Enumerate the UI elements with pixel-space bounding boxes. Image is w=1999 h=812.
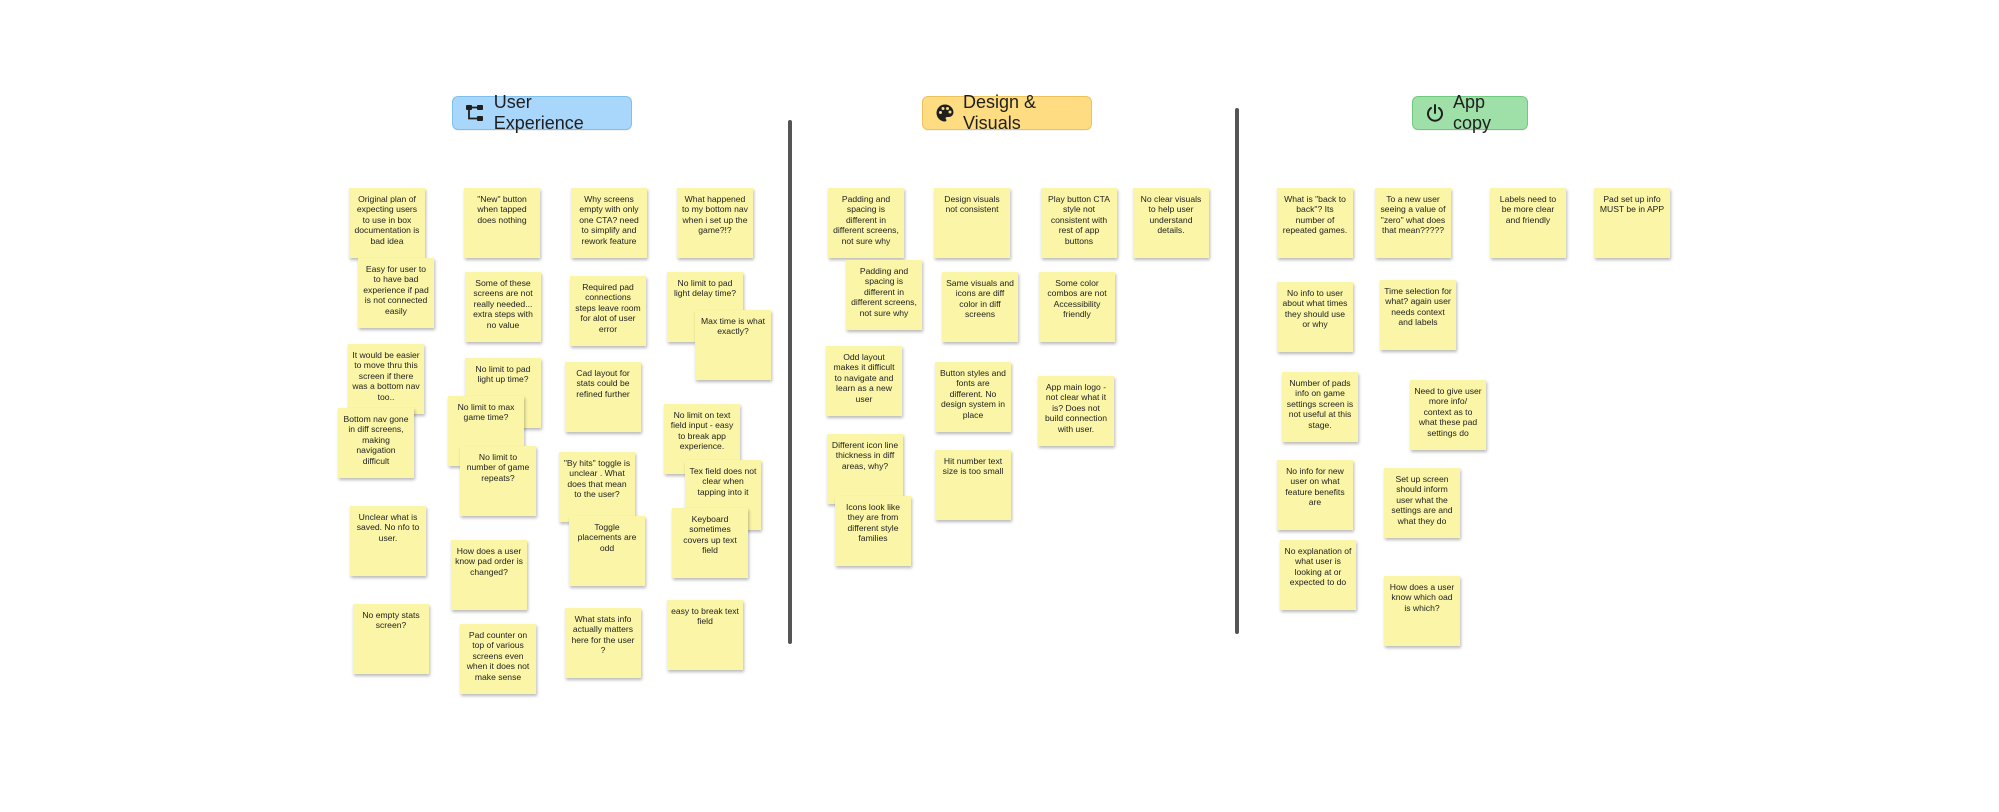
section-title: User Experience	[493, 92, 584, 133]
sticky-note[interactable]: Pad counter on top of various screens ev…	[460, 624, 536, 694]
sticky-note[interactable]: Some of these screens are not really nee…	[465, 272, 541, 342]
sticky-note[interactable]: Some color combos are not Accessibility …	[1039, 272, 1115, 342]
sticky-note[interactable]: Time selection for what? again user need…	[1380, 280, 1456, 350]
sticky-note[interactable]: Odd layout makes it difficult to navigat…	[826, 346, 902, 416]
sticky-note[interactable]: No info to user about what times they sh…	[1277, 282, 1353, 352]
sticky-note[interactable]: Hit number text size is too small	[935, 450, 1011, 520]
sticky-note[interactable]: Icons look like they are from different …	[835, 496, 911, 566]
sticky-note[interactable]: Design visuals not consistent	[934, 188, 1010, 258]
sticky-note[interactable]: What is "back to back"? Its number of re…	[1277, 188, 1353, 258]
sticky-note[interactable]: It would be easier to move thru this scr…	[348, 344, 424, 414]
power-icon	[1425, 102, 1445, 124]
sticky-note[interactable]: Bottom nav gone in diff screens, making …	[338, 408, 414, 478]
sticky-note[interactable]: Unclear what is saved. No nfo to user.	[350, 506, 426, 576]
section-header-app-copy[interactable]: App copy	[1412, 92, 1528, 133]
sticky-note[interactable]: How does a user know pad order is change…	[451, 540, 527, 610]
section-divider	[1235, 108, 1239, 634]
sticky-note[interactable]: App main logo - not clear what it is? Do…	[1038, 376, 1114, 446]
sticky-note[interactable]: No explanation of what user is looking a…	[1280, 540, 1356, 610]
section-header-design-visuals[interactable]: Design & Visuals	[922, 92, 1092, 133]
sticky-note[interactable]: What happened to my bottom nav when i se…	[677, 188, 753, 258]
sticky-note[interactable]: Keyboard sometimes covers up text field	[672, 508, 748, 578]
section-title: Design & Visuals	[963, 92, 1037, 133]
sticky-note[interactable]: Required pad connections steps leave roo…	[570, 276, 646, 346]
sticky-note[interactable]: Padding and spacing is different in diff…	[846, 260, 922, 330]
sticky-note[interactable]: Why screens empty with only one CTA? nee…	[571, 188, 647, 258]
sticky-note[interactable]: Same visuals and icons are diff color in…	[942, 272, 1018, 342]
sticky-note[interactable]: Original plan of expecting users to use …	[349, 188, 425, 258]
sticky-note[interactable]: No clear visuals to help user understand…	[1133, 188, 1209, 258]
sticky-note[interactable]: Labels need to be more clear and friendl…	[1490, 188, 1566, 258]
sticky-note[interactable]: No limit to number of game repeats?	[460, 446, 536, 516]
palette-icon	[935, 102, 955, 124]
sticky-note[interactable]: No info for new user on what feature ben…	[1277, 460, 1353, 530]
flow-chart-icon	[465, 102, 486, 124]
sticky-note[interactable]: Easy for user to to have bad experience …	[358, 258, 434, 328]
sticky-note[interactable]: Padding and spacing is different in diff…	[828, 188, 904, 258]
section-title: App copy	[1453, 92, 1492, 133]
section-header-user-experience[interactable]: User Experience	[452, 92, 632, 133]
sticky-note[interactable]: "New" button when tapped does nothing	[464, 188, 540, 258]
sticky-note[interactable]: "By hits" toggle is unclear . What does …	[559, 452, 635, 522]
sticky-note[interactable]: Number of pads info on game settings scr…	[1282, 372, 1358, 442]
sticky-note[interactable]: easy to break text field	[667, 600, 743, 670]
sticky-note[interactable]: How does a user know which oad is which?	[1384, 576, 1460, 646]
sticky-note[interactable]: Set up screen should inform user what th…	[1384, 468, 1460, 538]
sticky-note[interactable]: To a new user seeing a value of "zero" w…	[1375, 188, 1451, 258]
section-divider	[788, 120, 792, 644]
sticky-note[interactable]: Button styles and fonts are different. N…	[935, 362, 1011, 432]
sticky-note[interactable]: Cad layout for stats could be refined fu…	[565, 362, 641, 432]
sticky-note[interactable]: No empty stats screen?	[353, 604, 429, 674]
sticky-note[interactable]: Pad set up info MUST be in APP	[1594, 188, 1670, 258]
sticky-note[interactable]: Need to give user more info/ context as …	[1410, 380, 1486, 450]
sticky-note[interactable]: Max time is what exactly?	[695, 310, 771, 380]
sticky-note[interactable]: Toggle placements are odd	[569, 516, 645, 586]
sticky-note[interactable]: Different icon line thickness in diff ar…	[827, 434, 903, 504]
sticky-note[interactable]: Play button CTA style not consistent wit…	[1041, 188, 1117, 258]
sticky-note[interactable]: What stats info actually matters here fo…	[565, 608, 641, 678]
